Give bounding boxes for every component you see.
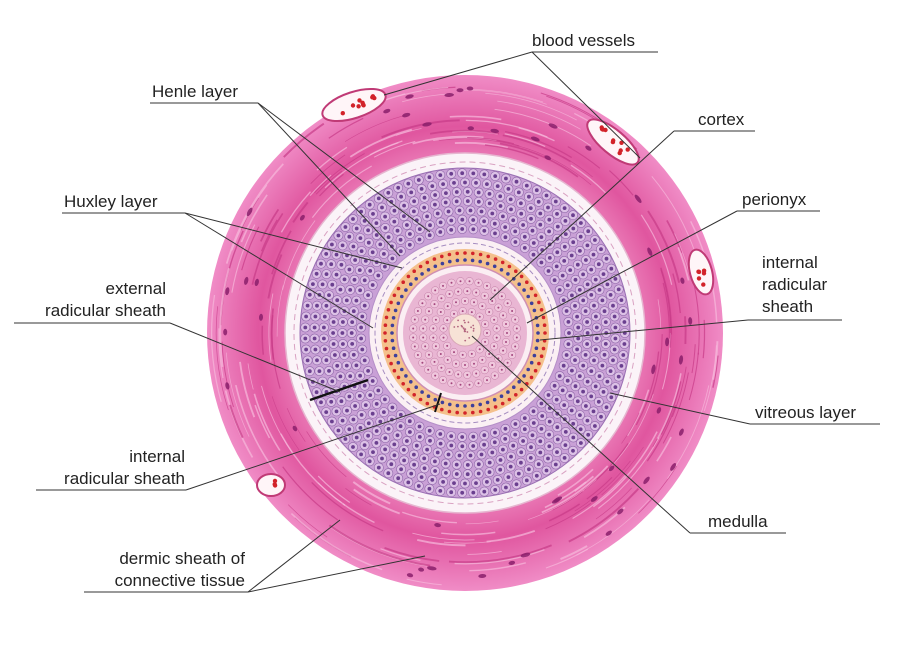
huxley-granules: [383, 251, 547, 415]
label-internal-radicular-sheath-left: internal radicular sheath: [64, 447, 185, 488]
dermis-nuclei: [223, 86, 693, 579]
outer-sheath-bracket: [309, 378, 369, 402]
label-vitreous-layer: vitreous layer: [755, 403, 857, 422]
connective-fibers: [211, 86, 719, 586]
outer-sheath-cells: [300, 168, 630, 498]
label-external-radicular-sheath: external radicular sheath: [45, 279, 166, 320]
leader-lines: [14, 51, 880, 593]
blood-cells: [272, 94, 707, 488]
label-huxley-layer: Huxley layer: [64, 192, 158, 211]
label-cortex: cortex: [698, 110, 745, 129]
label-perionyx: perionyx: [742, 190, 807, 209]
label-medulla: medulla: [708, 512, 768, 531]
label-blood-vessels: blood vessels: [532, 31, 636, 50]
inner-sheath-bracket: [434, 392, 442, 413]
cortex-cells: [409, 277, 521, 389]
label-internal-radicular-sheath-right: internal radicular sheath: [762, 253, 828, 316]
label-henle-layer: Henle layer: [152, 82, 238, 101]
medulla-dots: [453, 319, 475, 342]
label-dermic-sheath: dermic sheath of connective tissue: [114, 549, 245, 590]
blood-vessel-lower-left: [256, 473, 286, 497]
